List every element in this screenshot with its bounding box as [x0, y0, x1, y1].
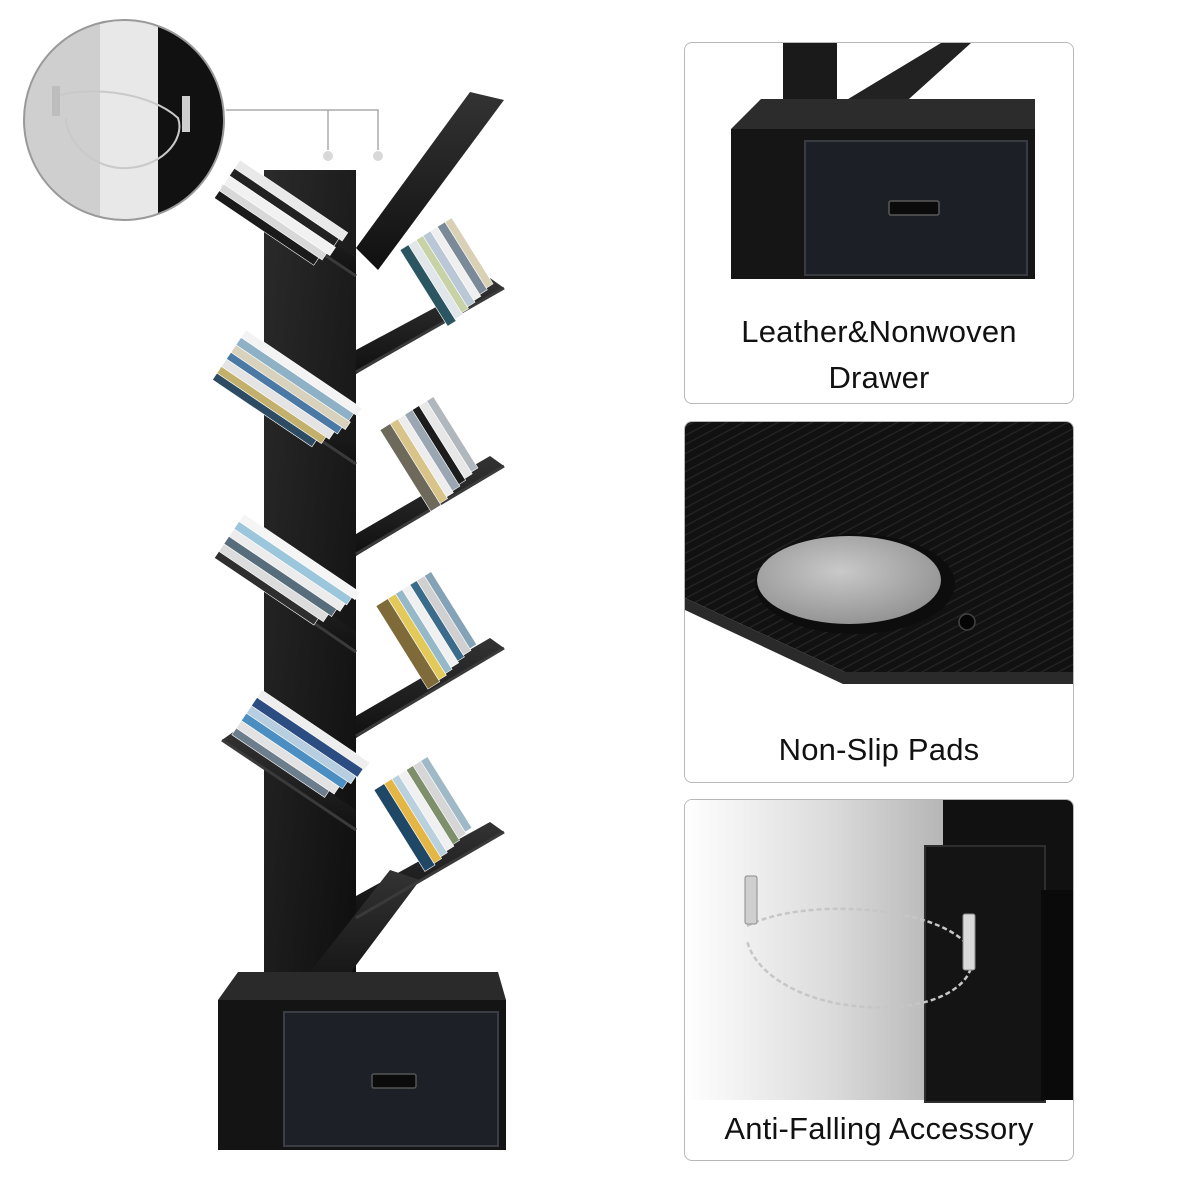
feature-caption: Anti-Falling Accessory: [724, 1111, 1034, 1146]
feature-panel-anti-falling: Anti-Falling Accessory: [684, 799, 1074, 1161]
drawer-handle: [888, 200, 940, 216]
felt-pad-closeup: [685, 422, 1073, 684]
feature-panel-drawer: Leather&Nonwoven Drawer: [684, 42, 1074, 404]
tree-bookshelf-image: [23, 19, 506, 1150]
feature-panel-non-slip-pads: Non-Slip Pads: [684, 421, 1074, 783]
feature-caption: Leather&Nonwoven Drawer: [741, 314, 1017, 395]
screw-hole: [958, 613, 976, 631]
feature-caption: Non-Slip Pads: [778, 732, 980, 767]
shelf-bracket: [962, 913, 976, 971]
wall-bracket: [744, 875, 758, 925]
drawer-handle: [371, 1073, 417, 1089]
zoom-guide-lines: [226, 109, 379, 150]
top-branch: [356, 92, 504, 270]
zoom-inset-anti-tip-icon: [23, 19, 225, 221]
drawer-closeup: [731, 43, 1035, 279]
books: [212, 159, 494, 872]
wall-anchor-closeup: [685, 800, 1073, 1103]
drawer-unit: [218, 972, 506, 1150]
